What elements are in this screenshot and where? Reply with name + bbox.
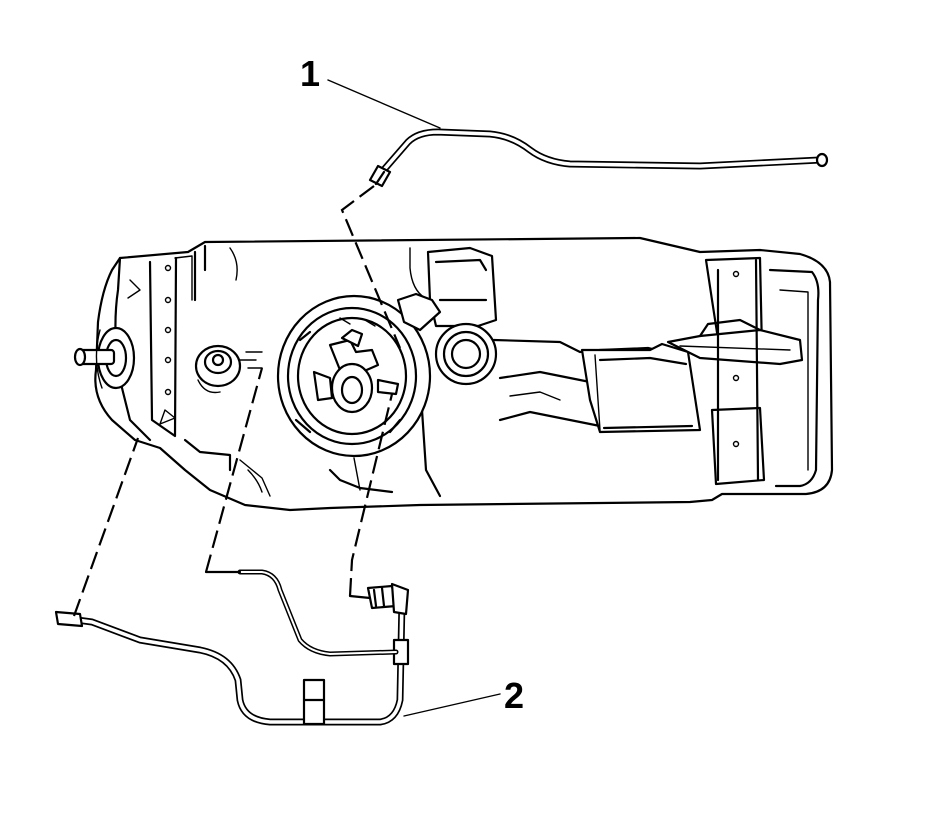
install-path-2b	[204, 367, 264, 573]
filler-neck-port	[396, 246, 498, 386]
fuel-line-2	[54, 582, 410, 726]
install-path-1	[340, 185, 402, 349]
callout-2: 2	[403, 675, 524, 717]
right-bracket	[666, 256, 804, 486]
rollover-valve	[194, 344, 263, 394]
left-filler-fitting	[73, 326, 136, 390]
strap-bolts-left	[164, 264, 172, 396]
fuel-tank	[73, 236, 834, 512]
fuel-pump-module	[276, 294, 432, 458]
vapor-hose	[237, 569, 399, 657]
fuel-line-1	[368, 128, 829, 188]
callout-2-label: 2	[504, 675, 524, 716]
install-path-2a	[72, 437, 140, 617]
install-path-2c	[348, 393, 394, 597]
callout-1-label: 1	[300, 53, 320, 94]
callout-1: 1	[300, 53, 441, 129]
